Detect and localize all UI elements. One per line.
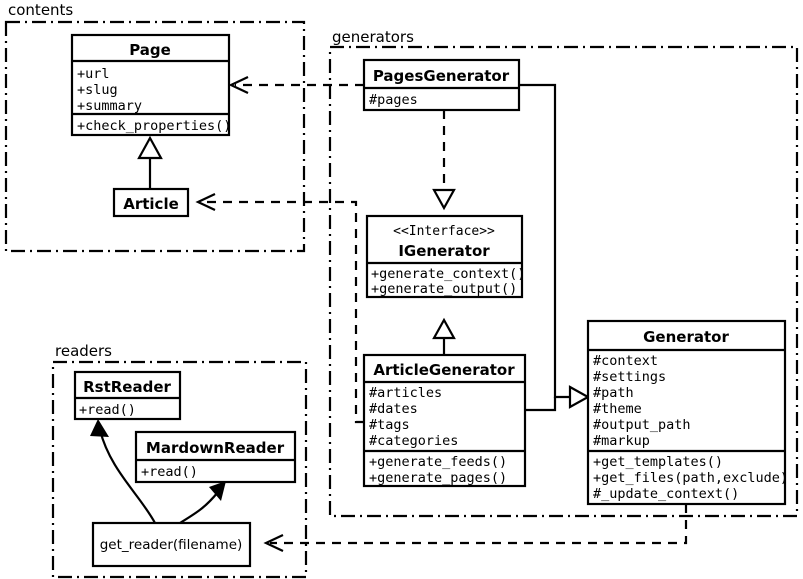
class-mardownreader-method-0: +read() xyxy=(141,464,198,480)
realization-arrowhead-2 xyxy=(432,317,456,340)
class-generator-frame xyxy=(586,319,787,506)
function-get-reader-frame xyxy=(91,521,252,568)
class-box-pagesgenerator[interactable]: PagesGenerator #pages xyxy=(362,58,521,112)
class-article-title: Article xyxy=(123,195,179,213)
class-box-page[interactable]: Page +url +slug +summary +check_properti… xyxy=(70,33,231,137)
class-mardownreader-title: MardownReader xyxy=(146,439,285,457)
package-generators: generators xyxy=(328,28,799,518)
association-arrowhead-md xyxy=(209,481,226,501)
function-get-reader-label: get_reader(filename) xyxy=(100,537,243,553)
association-arrowhead-rst xyxy=(90,419,109,437)
dependency-arrowhead-getreader xyxy=(263,534,284,552)
edge-getreader-to-rstreader xyxy=(90,419,156,524)
class-pagesgenerator-title: PagesGenerator xyxy=(373,67,510,85)
function-box-get-reader[interactable]: get_reader(filename) xyxy=(91,521,252,568)
class-page-frame xyxy=(70,33,231,137)
edge-articlegenerator-to-igenerator xyxy=(432,317,456,355)
package-contents: contents xyxy=(4,1,306,253)
class-articlegenerator-attr-3: #categories xyxy=(369,433,458,449)
class-rstreader-frame xyxy=(73,370,182,421)
class-generator-attr-0: #context xyxy=(593,353,658,369)
package-readers: readers xyxy=(51,342,308,579)
generalization-arrowhead xyxy=(568,385,591,409)
edge-pagesgenerator-to-page xyxy=(228,76,364,94)
class-articlegenerator-method-0: +generate_feeds() xyxy=(369,454,507,470)
class-generator-method-0: +get_templates() xyxy=(593,454,723,470)
class-igenerator-method-1: +generate_output() xyxy=(371,281,517,297)
class-articlegenerator-method-1: +generate_pages() xyxy=(369,470,507,486)
class-igenerator-stereotype: <<Interface>> xyxy=(393,224,495,239)
generalization-arrowhead-page xyxy=(137,135,163,160)
class-articlegenerator-attr-1: #dates xyxy=(369,401,418,417)
class-igenerator-frame xyxy=(365,214,524,299)
class-generator-attr-1: #settings xyxy=(593,369,666,385)
dependency-arrowhead-page xyxy=(228,76,249,94)
edge-articlegenerator-to-article xyxy=(195,193,364,424)
class-box-article[interactable]: Article xyxy=(112,187,190,218)
class-igenerator-method-0: +generate_context() xyxy=(371,266,525,282)
edge-pagesgenerator-to-igenerator xyxy=(432,110,456,211)
class-generator-attr-3: #theme xyxy=(593,401,642,417)
edge-pagesgenerator-to-generator xyxy=(519,83,591,409)
class-rstreader-title: RstReader xyxy=(83,378,171,396)
class-page-attr-2: +summary xyxy=(77,98,142,114)
class-box-mardownreader[interactable]: MardownReader +read() xyxy=(134,430,297,484)
class-articlegenerator-attr-2: #tags xyxy=(369,417,410,433)
edge-article-to-page xyxy=(137,135,163,190)
class-page-attr-0: +url xyxy=(77,66,110,82)
realization-arrowhead xyxy=(432,188,456,211)
class-articlegenerator-frame xyxy=(362,353,527,488)
package-readers-border xyxy=(51,360,308,579)
class-page-title: Page xyxy=(129,41,171,59)
class-box-igenerator[interactable]: <<Interface>> IGenerator +generate_conte… xyxy=(365,214,525,299)
class-generator-title: Generator xyxy=(643,328,729,346)
class-generator-method-2: #_update_context() xyxy=(593,486,739,502)
class-generator-attr-4: #output_path xyxy=(593,417,691,433)
class-box-generator[interactable]: Generator #context #settings #path #them… xyxy=(586,319,788,506)
class-articlegenerator-title: ArticleGenerator xyxy=(373,361,515,379)
class-generator-attr-2: #path xyxy=(593,385,634,401)
class-pagesgenerator-frame xyxy=(362,58,521,112)
class-igenerator-title: IGenerator xyxy=(398,242,490,260)
class-article-frame xyxy=(112,187,190,218)
package-generators-border xyxy=(328,45,799,518)
class-articlegenerator-attr-0: #articles xyxy=(369,385,442,401)
class-rstreader-method-0: +read() xyxy=(79,402,136,418)
class-box-articlegenerator[interactable]: ArticleGenerator #articles #dates #tags … xyxy=(362,353,527,488)
package-contents-label: contents xyxy=(8,1,73,19)
package-generators-label: generators xyxy=(332,28,414,46)
edge-generator-to-getreader xyxy=(263,504,688,552)
edge-articlegenerator-to-generator xyxy=(525,397,557,412)
class-pagesgenerator-attr-0: #pages xyxy=(369,92,418,108)
class-page-attr-1: +slug xyxy=(77,82,118,98)
class-mardownreader-frame xyxy=(134,430,297,484)
package-readers-label: readers xyxy=(55,342,112,360)
dependency-arrowhead-article xyxy=(195,193,216,211)
class-generator-method-1: +get_files(path,exclude) xyxy=(593,470,788,486)
class-box-rstreader[interactable]: RstReader +read() xyxy=(73,370,182,421)
class-page-method-0: +check_properties() xyxy=(77,118,231,134)
package-contents-border xyxy=(4,20,306,253)
class-generator-attr-5: #markup xyxy=(593,433,650,449)
edge-getreader-to-mardownreader xyxy=(179,481,226,524)
